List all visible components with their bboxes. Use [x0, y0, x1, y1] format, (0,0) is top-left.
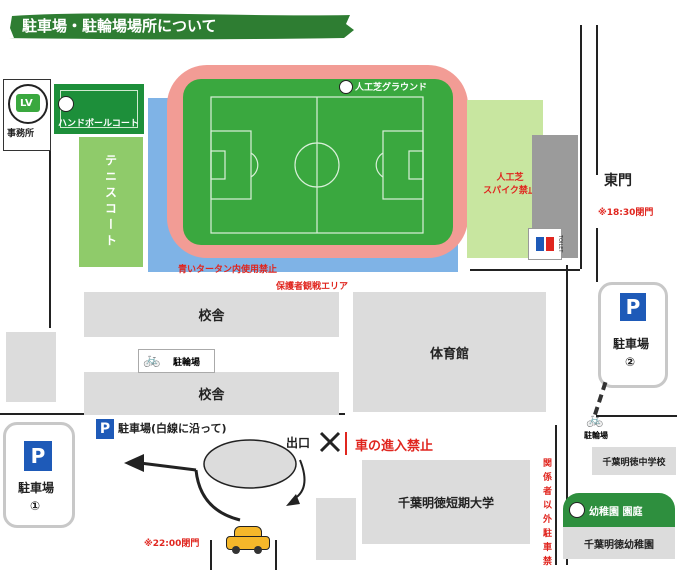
handball-label: ハンドボールコート — [58, 119, 139, 129]
east-gate-label: 東門 — [604, 173, 632, 189]
pitch-field: 人工芝グラウンド — [183, 79, 453, 245]
parking-p-icon-3: P — [96, 419, 114, 439]
middle-school-label: 千葉明徳中学校 — [602, 457, 666, 468]
no-entry-label: 車の進入禁止 — [355, 439, 434, 454]
school1-label: 校舎 — [198, 309, 225, 324]
office-label: 事務所 — [7, 129, 35, 139]
junior-college-building: 千葉明徳短期大学 — [362, 460, 530, 544]
lot2-label: 駐車場 — [613, 337, 650, 351]
soccer-ball-icon — [58, 96, 74, 112]
gym-building: 体育館 — [353, 292, 546, 412]
staff-only-label: 関係者以外駐車禁 — [541, 458, 551, 570]
road-line-top-right — [470, 269, 580, 271]
bicycle-icon-2: 🚲 — [586, 412, 604, 428]
tennis-label: テニスコート — [103, 154, 118, 250]
ground-ball-icon — [339, 80, 353, 94]
spectator-area-label: 保護者観戦エリア — [276, 282, 349, 292]
left-gray-block — [6, 332, 56, 402]
school-building-2: 校舎 — [84, 372, 339, 415]
road-line-right-outer — [580, 25, 582, 269]
road-line-bottom-right — [596, 415, 677, 417]
kindergarten-building: 千葉明徳幼稚園 — [563, 527, 675, 559]
road-line-right-inner — [566, 265, 568, 415]
kindergarten-label: 千葉明徳幼稚園 — [584, 539, 654, 551]
title-banner: 駐車場・駐輪場場所について — [8, 10, 354, 42]
bike-parking-1: 🚲 駐輪場 — [138, 349, 215, 373]
office-box: LV 事務所 — [3, 79, 51, 151]
bike1-label: 駐輪場 — [173, 358, 201, 368]
banner-title: 駐車場・駐輪場場所について — [22, 17, 217, 35]
small-gray-block — [316, 498, 356, 560]
kinder-yard-label: 幼稚園 園庭 — [589, 507, 643, 518]
gym-label: 体育館 — [429, 346, 469, 362]
kinder-ball-icon — [569, 502, 585, 518]
road-line-right-far — [596, 25, 598, 175]
exit-label: 出口 — [286, 436, 311, 450]
parking-lot-2: P 駐車場 ② — [598, 282, 668, 388]
ground-label: 人工芝グラウンド — [355, 83, 428, 93]
toilet-label: TOILET — [557, 235, 563, 253]
turf-note: 人工芝 スパイク禁止 — [483, 173, 537, 196]
blue-tartan-note: 青いタータン内使用禁止 — [178, 265, 278, 275]
road-line-entry-left — [210, 540, 212, 570]
road-line-lower-right — [566, 415, 568, 565]
toilet-icon — [536, 237, 554, 251]
road-line-left — [49, 150, 51, 328]
parking-p-icon-2: P — [620, 293, 646, 321]
pitch-lines — [210, 96, 424, 234]
school-building-1: 校舎 — [84, 292, 339, 337]
road-line-entry-right — [275, 540, 277, 570]
junior-college-label: 千葉明徳短期大学 — [397, 495, 494, 510]
tennis-court: テニスコート — [79, 137, 143, 267]
east-gate-close-time: ※18:30閉門 — [598, 208, 654, 218]
lot1-label: 駐車場 — [18, 481, 55, 495]
kinder-yard: 幼稚園 園庭 — [563, 493, 675, 527]
lot1-num: ① — [30, 499, 41, 513]
school2-label: 校舎 — [198, 388, 225, 403]
road-line-bottom-right2 — [555, 425, 557, 565]
main-close-time: ※22:00閉門 — [144, 539, 200, 549]
toilet-sign: TOILET — [528, 228, 563, 260]
handball-court: ハンドボールコート — [54, 84, 144, 134]
bike2-label: 駐輪場 — [584, 431, 608, 440]
parking-p-icon-1: P — [24, 441, 52, 471]
lot2-num: ② — [625, 355, 636, 369]
middle-school-building: 千葉明徳中学校 — [592, 447, 676, 475]
car-icon — [226, 526, 270, 554]
fc-liarchi-logo: LV — [8, 84, 48, 124]
bicycle-icon: 🚲 — [143, 352, 161, 368]
road-line-right-far-lower — [596, 228, 598, 282]
brush-banner-shape — [9, 13, 354, 40]
parking-lot-1: P 駐車場 ① — [3, 422, 75, 528]
white-line-parking-label: 駐車場(白線に沿って) — [118, 422, 227, 435]
